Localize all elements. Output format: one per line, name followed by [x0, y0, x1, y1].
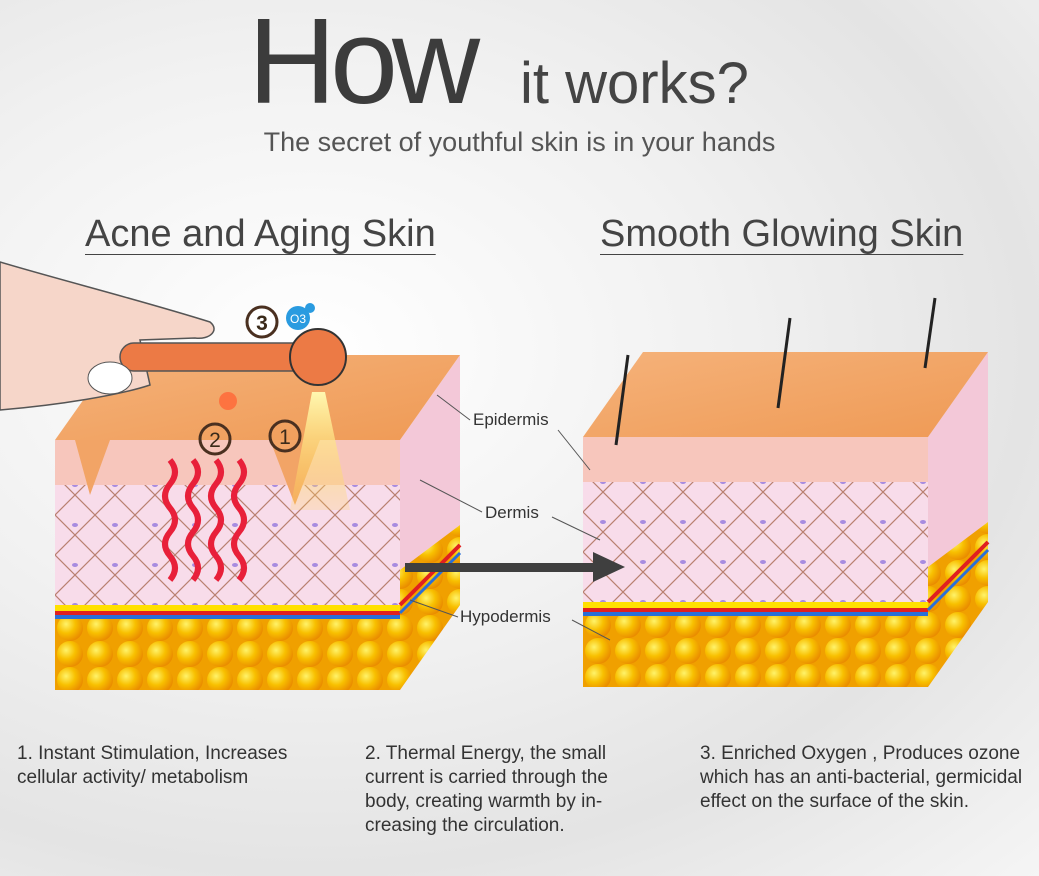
- skin-block-smooth-glowing: [581, 350, 990, 689]
- marker-2: 2: [198, 422, 232, 456]
- label-epidermis: Epidermis: [473, 410, 549, 429]
- acne-spot: [219, 392, 237, 410]
- subtitle: The secret of youthful skin is in your h…: [0, 127, 1039, 158]
- ozone-icon: O3: [286, 303, 315, 330]
- hand-illustration: [0, 261, 215, 411]
- heading-smooth-glowing-skin: Smooth Glowing Skin: [600, 213, 964, 255]
- title-it-works: it works?: [520, 51, 749, 116]
- light-beam: [290, 392, 350, 510]
- ozone-label: O3: [290, 312, 306, 326]
- heat-waves: [162, 458, 247, 582]
- marker-3: 3: [245, 305, 279, 339]
- title-how: How: [248, 0, 480, 129]
- marker-3-label: 3: [256, 312, 268, 335]
- device-head: [289, 328, 347, 386]
- description-thermal-energy: 2. Thermal Energy, the small current is …: [365, 743, 608, 836]
- label-leader-lines: [409, 394, 611, 641]
- description-enriched-oxygen: 3. Enriched Oxygen , Produces ozone whic…: [700, 743, 1023, 812]
- thumb-nail: [87, 361, 133, 395]
- skin-block-acne-aging: [53, 353, 462, 692]
- label-hypodermis: Hypodermis: [460, 607, 551, 626]
- marker-1-label: 1: [279, 426, 291, 449]
- hairs: [614, 297, 937, 446]
- marker-1: 1: [268, 419, 302, 453]
- description-instant-stimulation: 1. Instant Stimulation, Increases cellul…: [17, 743, 288, 788]
- subtitle-text: The secret of youthful skin is in your h…: [263, 127, 776, 157]
- marker-2-label: 2: [209, 429, 221, 452]
- transformation-arrow: [405, 552, 625, 582]
- heading-acne-aging-skin: Acne and Aging Skin: [85, 213, 436, 255]
- label-dermis: Dermis: [485, 503, 539, 522]
